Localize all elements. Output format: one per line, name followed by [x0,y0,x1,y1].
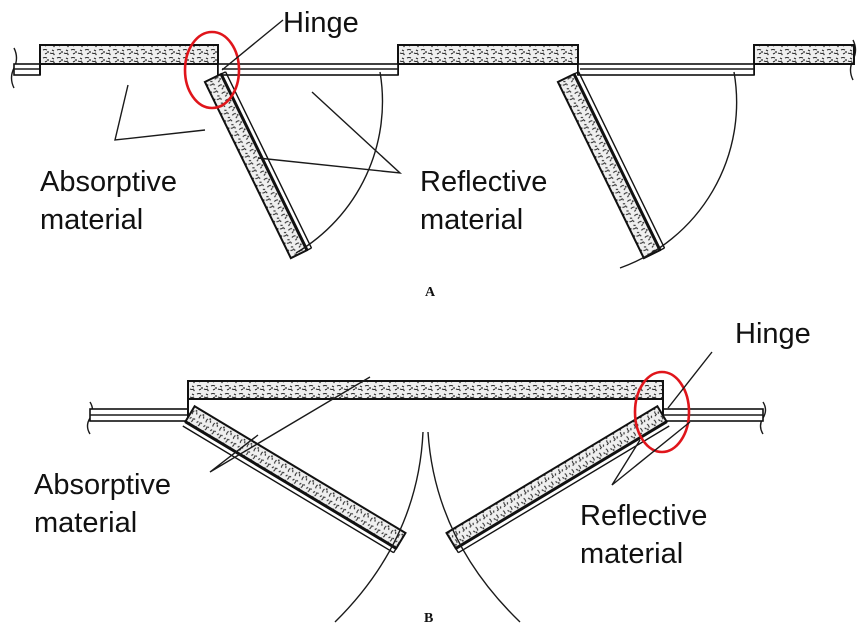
swing-arc-2-a [619,71,738,269]
thin-wall-left-b [89,408,189,422]
reflective-strip-2-a [577,63,755,76]
absorptive-label-line2-a: material [40,204,143,236]
absorptive-label-line1-b: Absorptive [34,469,171,501]
swing-panel-1-a [203,71,313,260]
swing-arc-left-b [334,431,424,623]
panel-label-a: A [425,285,436,300]
reflective-label-line1-b: Reflective [580,500,707,532]
absorptive-block-3-a [753,44,855,65]
panel-label-b: B [424,611,433,626]
hinge-leader-a [221,19,284,71]
absorptive-leader-a [114,84,206,141]
absorptive-label-line1-a: Absorptive [40,166,177,198]
reflective-leader-b [611,421,691,486]
wall-step-b [187,399,664,421]
swing-arc-1-a [295,71,384,254]
panel-b: Hinge Absorptive material Reflective mat… [34,318,811,626]
absorptive-block-2-a [397,44,579,65]
swing-panel-2-a [556,71,666,260]
reflective-leader-a [257,91,403,174]
thin-wall-left-a [13,63,41,76]
reflective-label-line2-a: material [420,204,523,236]
hinge-leader-b [667,351,713,409]
hinge-highlight-circle-b [633,370,691,454]
hinge-highlight-circle-a [183,30,241,110]
reflective-strip-1-a [217,63,399,76]
reflective-label-line1-a: Reflective [420,166,547,198]
hinge-label-a: Hinge [283,7,359,39]
swing-arc-right-b [427,431,521,623]
absorptive-label-line2-b: material [34,507,137,539]
absorptive-leader-b [209,376,371,473]
swing-panel-left-b [182,404,407,554]
reflective-label-line2-b: material [580,538,683,570]
swing-panel-right-b [445,404,670,554]
absorptive-block-1-a [39,44,219,65]
panel-a: Hinge Absorptive material Reflective mat… [10,7,857,300]
thin-wall-right-b [662,408,764,422]
hinge-label-b: Hinge [735,318,811,350]
absorptive-block-b [187,380,664,400]
